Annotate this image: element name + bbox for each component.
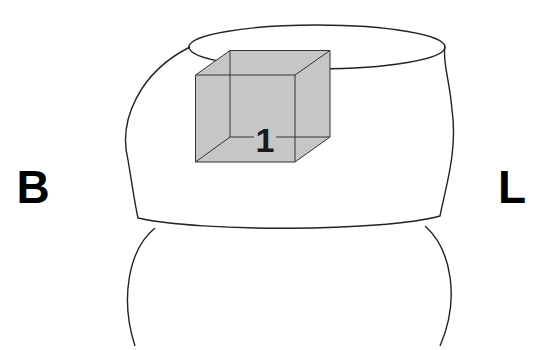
cube-edge — [196, 162, 296, 163]
callout-number: 1 — [254, 123, 277, 157]
cube-edge — [195, 75, 196, 162]
cube-edge — [196, 137, 231, 162]
cube-edge — [295, 75, 296, 162]
cube-edge — [330, 51, 331, 138]
side-label: L — [498, 164, 526, 210]
cube-edge — [196, 51, 231, 76]
crown-outline — [126, 47, 454, 228]
cube-box: 1 — [195, 50, 331, 163]
root-outline — [425, 226, 451, 346]
cube-fill — [196, 51, 331, 163]
cube-edge — [230, 137, 330, 138]
root-outline — [128, 228, 155, 346]
cube-edge — [196, 75, 296, 76]
cube-edge — [230, 50, 330, 51]
side-label: B — [16, 164, 49, 210]
cube-edge — [295, 137, 330, 162]
cube-edge — [230, 51, 231, 138]
cube-edge — [295, 51, 330, 76]
